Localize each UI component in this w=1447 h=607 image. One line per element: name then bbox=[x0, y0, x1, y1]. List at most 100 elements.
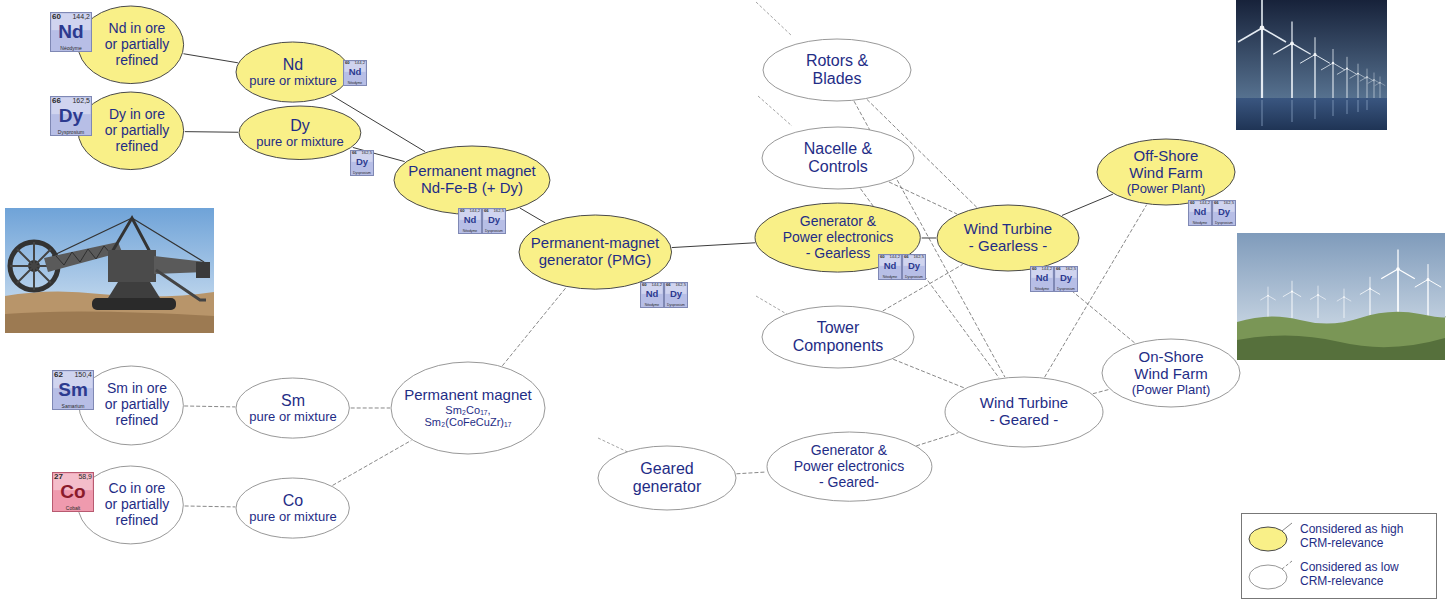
element-tile-fill bbox=[53, 473, 94, 512]
element-badge: 2758,9CoCobalt bbox=[52, 472, 94, 512]
element-name: Dysprosium bbox=[350, 172, 374, 175]
element-badge: 66162,5DyDysprosium bbox=[1212, 200, 1236, 226]
node-label: Rotors & Blades bbox=[797, 52, 877, 88]
element-badge: 60144,2NdNéodyme bbox=[1188, 200, 1212, 226]
connector-line bbox=[889, 182, 957, 214]
connector-line bbox=[184, 405, 235, 407]
node-label: On-Shore Wind Farm bbox=[1130, 349, 1212, 383]
atomic-number: 60 bbox=[345, 61, 350, 65]
element-badge: 60144,2NdNéodyme bbox=[640, 282, 664, 308]
node-label: Nd bbox=[238, 56, 348, 74]
element-name: Dysprosium bbox=[902, 276, 926, 279]
connector-line bbox=[502, 287, 566, 365]
node-label: Permanent magnet Nd-Fe-B (+ Dy) bbox=[407, 163, 537, 197]
atomic-mass: 162,5 bbox=[676, 283, 686, 287]
atomic-mass: 144,2 bbox=[355, 61, 365, 65]
ellipse-node: Wind Turbine - Gearless - bbox=[936, 204, 1080, 272]
legend-swatch bbox=[1249, 527, 1287, 551]
node-label: pure or mixture bbox=[238, 74, 348, 89]
atomic-number: 60 bbox=[1190, 201, 1195, 205]
element-symbol: Dy bbox=[482, 215, 506, 225]
ellipse-node: Off-Shore Wind Farm(Power Plant) bbox=[1096, 138, 1236, 206]
wind-turbine bbox=[1310, 286, 1326, 318]
ellipse-node: Permanent magnet Nd-Fe-B (+ Dy) bbox=[393, 145, 551, 215]
legend-sample-ellipse bbox=[1249, 565, 1287, 589]
node-label: Tower Components bbox=[790, 319, 886, 355]
wind-turbine bbox=[1238, 0, 1286, 98]
node-label: Off-Shore Wind Farm bbox=[1125, 148, 1207, 182]
element-symbol: Dy bbox=[664, 289, 688, 299]
low-relevance-ellipse bbox=[78, 466, 183, 544]
excavator-photo bbox=[5, 208, 214, 333]
node-label: Permanent magnet bbox=[403, 387, 533, 404]
connector-line bbox=[922, 237, 936, 238]
low-relevance-ellipse bbox=[767, 432, 932, 501]
photo-sea bbox=[1236, 98, 1387, 130]
ellipse-node: Nacelle & Controls bbox=[761, 126, 915, 190]
node-label: Dy bbox=[244, 117, 356, 135]
atomic-mass: 144,2 bbox=[1042, 267, 1052, 271]
node-label: Geared generator bbox=[627, 460, 707, 496]
ellipse-node: Tower Components bbox=[761, 305, 915, 369]
atomic-mass: 162,5 bbox=[914, 255, 924, 259]
node-label: Nd in ore or partially refined bbox=[103, 21, 171, 68]
atomic-number: 60 bbox=[52, 13, 61, 21]
ellipse-node: Permanent magnetSm₂Co₁₇, Sm₂(CoFeCuZr)₁₇ bbox=[390, 361, 546, 455]
ellipse-node: Generator & Power electronics - Geared- bbox=[766, 431, 933, 502]
element-tile-fill bbox=[1213, 201, 1236, 226]
node-label: pure or mixture bbox=[238, 510, 348, 525]
boom-lattice bbox=[56, 246, 112, 265]
atomic-number: 66 bbox=[1214, 201, 1219, 205]
node-label: Co in ore or partially refined bbox=[103, 481, 171, 528]
connector-line bbox=[520, 208, 545, 223]
element-name: Néodyme bbox=[458, 230, 482, 233]
wind-turbine bbox=[1337, 289, 1351, 318]
ellipse-node: Copure or mixture bbox=[235, 477, 350, 539]
atomic-mass: 162,5 bbox=[1066, 267, 1076, 271]
node-label: Permanent-magnet generator (PMG) bbox=[529, 235, 661, 269]
element-badge: 66162,5DyDysprosium bbox=[482, 208, 506, 234]
element-badge: 66162,5DyDysprosium bbox=[50, 96, 92, 136]
ellipse-node: Wind Turbine - Geared - bbox=[944, 376, 1104, 448]
element-symbol: Nd bbox=[1188, 207, 1212, 217]
legend-box: Considered as high CRM-relevanceConsider… bbox=[1241, 513, 1437, 599]
element-badge: 66162,5DyDysprosium bbox=[1054, 266, 1078, 292]
node-label: Co bbox=[238, 492, 348, 510]
node-label: pure or mixture bbox=[244, 135, 356, 150]
element-name: Néodyme bbox=[1030, 288, 1054, 291]
element-tile-fill bbox=[351, 151, 374, 176]
element-name: Néodyme bbox=[50, 46, 92, 51]
element-symbol: Dy bbox=[1054, 273, 1078, 283]
element-symbol: Co bbox=[52, 482, 94, 501]
legend-text: Considered as high CRM-relevance bbox=[1300, 523, 1432, 551]
element-badge: 60144,2NdNéodyme bbox=[878, 254, 902, 280]
high-relevance-ellipse bbox=[755, 203, 920, 272]
connector-line bbox=[185, 131, 238, 133]
connector-line bbox=[185, 505, 236, 507]
node-label: Wind Turbine - Geared - bbox=[978, 395, 1071, 429]
element-tile-fill bbox=[344, 61, 367, 86]
ellipse-node: Nd in ore or partially refined bbox=[77, 5, 185, 85]
ellipse-node: Permanent-magnet generator (PMG) bbox=[518, 214, 673, 290]
high-relevance-ellipse bbox=[236, 42, 349, 102]
node-label: Sm₂Co₁₇, Sm₂(CoFeCuZr)₁₇ bbox=[420, 404, 516, 429]
connector-line bbox=[672, 243, 755, 248]
low-relevance-ellipse bbox=[1102, 339, 1240, 407]
element-symbol: Nd bbox=[50, 22, 92, 41]
node-label: Dy in ore or partially refined bbox=[103, 107, 171, 154]
node-label: Sm bbox=[238, 392, 348, 410]
element-symbol: Nd bbox=[343, 67, 367, 77]
atomic-number: 66 bbox=[484, 209, 489, 213]
element-name: Dysprosium bbox=[50, 130, 92, 135]
counterweight bbox=[196, 262, 210, 278]
element-name: Néodyme bbox=[343, 82, 367, 85]
wind-turbine bbox=[1283, 281, 1301, 318]
excavator-mast bbox=[112, 218, 150, 252]
element-name: Néodyme bbox=[640, 304, 664, 307]
offshore-photo bbox=[1236, 0, 1387, 130]
atomic-number: 60 bbox=[1032, 267, 1037, 271]
element-symbol: Nd bbox=[458, 215, 482, 225]
photo-sky bbox=[5, 208, 214, 333]
